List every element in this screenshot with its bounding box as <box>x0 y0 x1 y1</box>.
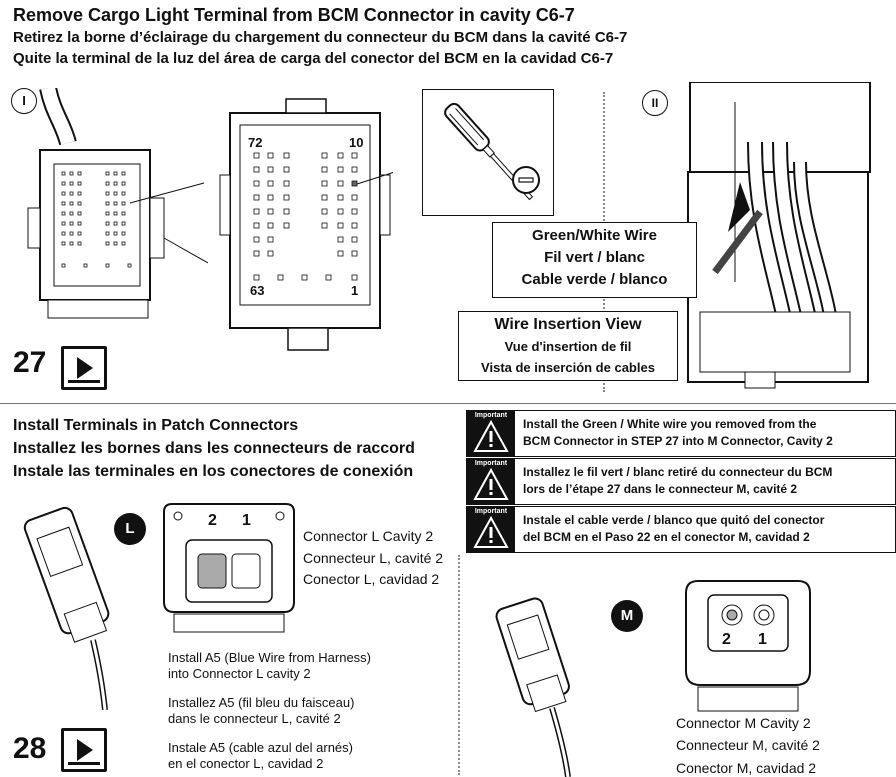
step-28-title-en: Install Terminals in Patch Connectors <box>13 417 299 434</box>
wire-color-es: Cable verde / blanco <box>521 271 668 288</box>
wire-color-callout: Green/White Wire Fil vert / blanc Cable … <box>492 222 697 298</box>
figure-ii: II <box>640 82 896 392</box>
step-27-title-es: Quite la terminal de la luz del área de … <box>13 50 614 67</box>
install-a5-es-line-2: en el conector L, cavidad 2 <box>168 756 324 771</box>
important-tag: Important <box>467 507 515 552</box>
warning-triangle-icon <box>473 515 509 548</box>
pin-label-63: 63 <box>250 283 265 298</box>
important-fr-line-2: lors de l’étape 27 dans le connecteur M,… <box>523 482 798 496</box>
step-28-title-es: Instale las terminales en los conectores… <box>13 463 414 480</box>
connector-l-label-en: Connector L Cavity 2 <box>303 528 434 544</box>
important-notice-fr: Important Installez le fil vert / blanc … <box>466 458 896 505</box>
play-video-icon <box>77 739 93 761</box>
step-28-title-fr: Installez les bornes dans les connecteur… <box>13 440 415 457</box>
install-a5-fr-line-1: Installez A5 (fil bleu du faisceau) <box>168 695 355 710</box>
step-27-section: Remove Cargo Light Terminal from BCM Con… <box>8 5 896 392</box>
install-a5-en: Install A5 (Blue Wire from Harness) into… <box>168 650 371 682</box>
connector-face-drawing <box>219 98 393 351</box>
step-28-section: Install Terminals in Patch Connectors In… <box>0 405 896 777</box>
bcm-connector-illustration <box>27 88 208 319</box>
play-video-button-27[interactable] <box>61 346 107 390</box>
figure-marker-i: I <box>11 88 37 114</box>
install-a5-es-line-1: Instale A5 (cable azul del arnés) <box>168 740 353 755</box>
important-notice-en: Important Install the Green / White wire… <box>466 410 896 457</box>
connector-face-diagram: 72 10 63 1 <box>218 95 393 357</box>
warning-triangle-icon <box>473 467 509 500</box>
connector-m-face-drawing <box>685 580 811 712</box>
play-bar <box>68 380 100 383</box>
figure-i: I <box>8 88 208 328</box>
connector-l-face: 2 1 <box>158 502 300 637</box>
screwdriver-icon <box>444 102 540 201</box>
install-a5-es: Instale A5 (cable azul del arnés) en el … <box>168 740 353 772</box>
important-en-line-2: BCM Connector in STEP 27 into M Connecto… <box>523 434 833 448</box>
pin-label-10: 10 <box>349 135 364 150</box>
important-notice-es: Important Instale el cable verde / blanc… <box>466 506 896 553</box>
wire-insertion-illustration <box>687 82 871 389</box>
insertion-view-callout: Wire Insertion View Vue d'insertion de f… <box>458 311 678 381</box>
connector-l-face-drawing <box>163 503 295 633</box>
insertion-view-es: Vista de inserción de cables <box>481 360 655 375</box>
plug-l-drawing <box>23 506 110 710</box>
connector-divider <box>458 555 460 775</box>
install-a5-fr-line-2: dans le connecteur L, cavité 2 <box>168 711 341 726</box>
connector-l-label-es: Conector L, cavidad 2 <box>303 571 440 587</box>
important-en-line-1: Install the Green / White wire you remov… <box>523 417 817 431</box>
insertion-view-fr: Vue d'insertion de fil <box>504 339 632 354</box>
important-fr-line-1: Installez le fil vert / blanc retiré du … <box>523 465 833 479</box>
step-28-number: 28 <box>13 732 47 765</box>
wire-color-en: Green/White Wire <box>532 227 657 244</box>
insertion-view-en: Wire Insertion View <box>494 316 642 333</box>
connector-m-cavity-1-label: 1 <box>758 631 767 648</box>
figure-marker-ii: II <box>642 90 668 116</box>
wire-color-fr: Fil vert / blanc <box>544 249 645 266</box>
connector-m-cavity-2-label: 2 <box>722 631 731 648</box>
connector-l-plug-illustration <box>15 500 125 710</box>
connector-m-face: 2 1 <box>678 575 818 715</box>
connector-l-cavity-2-label: 2 <box>208 512 217 529</box>
connector-l-cavity-1-label: 1 <box>242 512 251 529</box>
connector-m-plug-illustration <box>490 590 600 777</box>
install-a5-fr: Installez A5 (fil bleu du faisceau) dans… <box>168 695 354 727</box>
install-a5-en-line-1: Install A5 (Blue Wire from Harness) <box>168 650 372 665</box>
step-27-title-fr: Retirez la borne d’éclairage du chargeme… <box>13 29 628 46</box>
important-es-line-2: del BCM en el Paso 22 en el conector M, … <box>523 530 810 544</box>
important-es-line-1: Instale el cable verde / blanco que quit… <box>523 513 825 527</box>
step-27-number: 27 <box>13 346 47 379</box>
important-tag: Important <box>467 411 515 456</box>
install-a5-en-line-2: into Connector L cavity 2 <box>168 666 311 681</box>
play-bar <box>68 762 100 765</box>
play-video-button-28[interactable] <box>61 728 107 772</box>
screwdriver-callout <box>422 89 554 216</box>
connector-m-badge: M <box>611 600 643 632</box>
warning-triangle-icon <box>473 419 509 452</box>
connector-m-label-es: Conector M, cavidad 2 <box>676 760 817 776</box>
connector-m-label-fr: Connecteur M, cavité 2 <box>676 737 820 753</box>
section-divider <box>0 403 896 404</box>
connector-l-label-fr: Connecteur L, cavité 2 <box>303 550 444 566</box>
pin-label-1: 1 <box>351 283 359 298</box>
play-video-icon <box>77 357 93 379</box>
important-tag: Important <box>467 459 515 504</box>
step-27-title-en: Remove Cargo Light Terminal from BCM Con… <box>13 5 575 25</box>
plug-m-drawing <box>495 597 571 777</box>
pin-label-72: 72 <box>248 135 263 150</box>
connector-l-badge: L <box>114 513 146 545</box>
connector-m-label-en: Connector M Cavity 2 <box>676 715 811 731</box>
